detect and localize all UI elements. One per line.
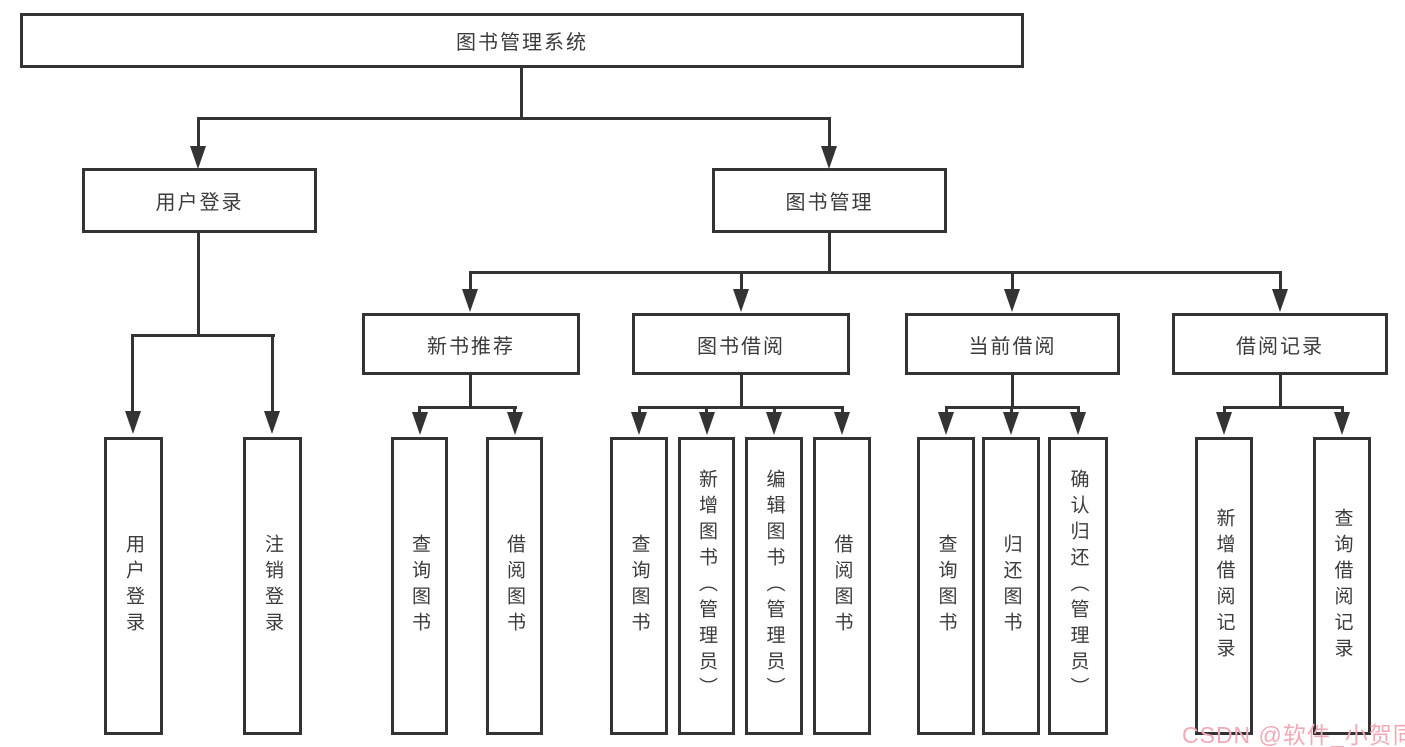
leaf-logout: 注销登录 — [243, 437, 302, 735]
leaf-label: 借阅图书 — [831, 534, 853, 638]
connector-line — [638, 406, 844, 409]
connector-line — [197, 117, 200, 148]
leaf-query-books-current: 查询图书 — [917, 437, 975, 735]
leaf-label: 新增借阅记录 — [1213, 508, 1235, 664]
arrow-down-icon — [766, 412, 782, 435]
leaf-label: 新增图书（管理员） — [696, 469, 717, 703]
arrow-down-icon — [1070, 412, 1086, 435]
connector-line — [1279, 271, 1282, 292]
leaf-label: 借阅图书 — [504, 534, 525, 638]
connector-line — [773, 406, 776, 415]
connector-line — [841, 406, 844, 415]
node-book-borrow: 图书借阅 — [632, 313, 850, 375]
connector-line — [131, 334, 275, 337]
arrow-down-icon — [1003, 412, 1019, 435]
node-current-borrow: 当前借阅 — [905, 313, 1120, 375]
node-user-login-branch: 用户登录 — [82, 168, 317, 233]
leaf-return-books: 归还图书 — [982, 437, 1040, 735]
arrow-down-icon — [1334, 412, 1350, 435]
connector-line — [1223, 406, 1344, 409]
leaf-label: 确认归还（管理员） — [1067, 469, 1089, 703]
connector-line — [520, 68, 523, 119]
connector-line — [513, 406, 516, 415]
leaf-query-books-recommend: 查询图书 — [391, 437, 448, 735]
connector-line — [418, 406, 421, 415]
watermark: CSDN @软件_小贺同学 — [1182, 722, 1405, 747]
node-root: 图书管理系统 — [20, 13, 1024, 68]
connector-line — [1223, 406, 1226, 415]
connector-line — [469, 375, 472, 409]
leaf-add-book-admin: 新增图书（管理员） — [678, 437, 735, 735]
node-root-label: 图书管理系统 — [456, 32, 588, 54]
leaf-label: 查询图书 — [935, 534, 957, 638]
arrow-down-icon — [834, 412, 850, 435]
node-label: 用户登录 — [155, 192, 244, 214]
arrow-down-icon — [821, 146, 837, 169]
node-label: 图书借阅 — [697, 335, 785, 358]
node-label: 图书管理 — [785, 192, 874, 214]
connector-line — [1279, 375, 1282, 409]
node-borrow-records: 借阅记录 — [1172, 313, 1388, 375]
arrow-down-icon — [1216, 412, 1232, 435]
arrow-down-icon — [1004, 289, 1020, 312]
arrow-down-icon — [125, 411, 141, 434]
connector-line — [740, 271, 743, 292]
connector-line — [1010, 406, 1013, 415]
connector-line — [197, 233, 200, 337]
leaf-label: 查询图书 — [409, 534, 430, 638]
node-label: 借阅记录 — [1236, 335, 1324, 358]
leaf-borrow-books-recommend: 借阅图书 — [486, 437, 543, 735]
leaf-label: 编辑图书（管理员） — [763, 469, 785, 703]
leaf-borrow-books: 借阅图书 — [813, 437, 871, 735]
arrow-down-icon — [733, 289, 749, 312]
connector-line — [1077, 406, 1080, 415]
arrow-down-icon — [938, 412, 954, 435]
connector-line — [740, 375, 743, 409]
node-new-book-recommend: 新书推荐 — [362, 313, 580, 375]
leaf-label: 查询借阅记录 — [1331, 508, 1353, 664]
connector-line — [828, 233, 831, 274]
connector-line — [1341, 406, 1344, 415]
connector-line — [828, 117, 831, 148]
node-book-management: 图书管理 — [712, 168, 947, 233]
leaf-label: 归还图书 — [1000, 534, 1022, 638]
arrow-down-icon — [1272, 289, 1288, 312]
node-label: 新书推荐 — [427, 335, 515, 358]
leaf-query-borrow-record: 查询借阅记录 — [1313, 437, 1371, 735]
connector-line — [1011, 375, 1014, 409]
arrow-down-icon — [507, 412, 523, 435]
connector-line — [271, 334, 274, 413]
leaf-query-books-borrow: 查询图书 — [610, 437, 668, 735]
leaf-user-login: 用户登录 — [104, 437, 163, 735]
connector-line — [705, 406, 708, 415]
leaf-label: 注销登录 — [262, 534, 283, 638]
leaf-add-borrow-record: 新增借阅记录 — [1195, 437, 1253, 735]
connector-line — [469, 271, 1282, 274]
leaf-edit-book-admin: 编辑图书（管理员） — [745, 437, 803, 735]
node-label: 当前借阅 — [968, 335, 1057, 358]
connector-line — [945, 406, 948, 415]
arrow-down-icon — [699, 412, 715, 435]
arrow-down-icon — [190, 146, 206, 169]
connector-line — [469, 271, 472, 292]
arrow-down-icon — [631, 412, 647, 435]
leaf-confirm-return-admin: 确认归还（管理员） — [1048, 437, 1108, 735]
arrow-down-icon — [412, 412, 428, 435]
arrow-down-icon — [462, 289, 478, 312]
connector-line — [131, 334, 134, 413]
connector-line — [638, 406, 641, 415]
connector-line — [197, 117, 831, 120]
arrow-down-icon — [264, 411, 280, 434]
connector-line — [1011, 271, 1014, 292]
connector-line — [418, 406, 517, 409]
leaf-label: 用户登录 — [123, 534, 144, 638]
leaf-label: 查询图书 — [628, 534, 650, 638]
